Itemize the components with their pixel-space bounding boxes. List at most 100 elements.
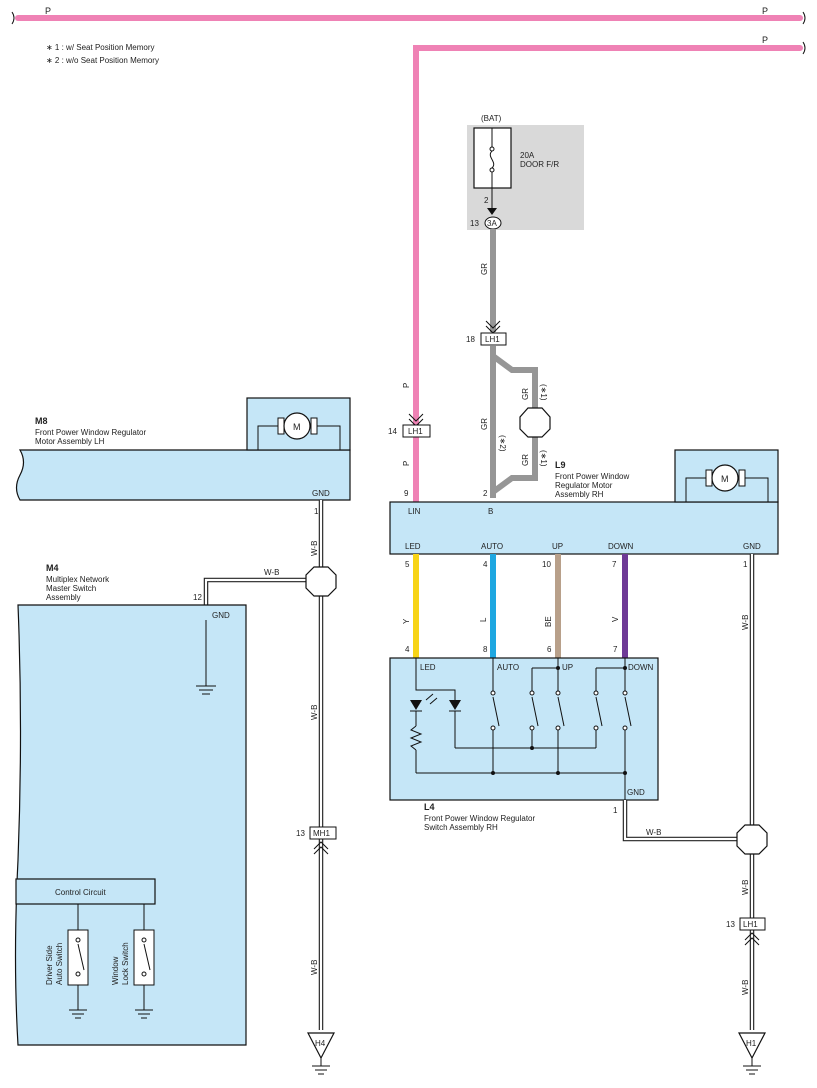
switch-contact [555, 725, 561, 731]
switch-label: Driver Side [45, 945, 54, 985]
switch-icon [624, 696, 632, 727]
signal-wires: Y L BE V [402, 554, 628, 658]
pin-name: AUTO [481, 542, 503, 551]
wire-label-be: BE [544, 616, 553, 627]
pin-name: DOWN [628, 663, 654, 672]
diode-icon [449, 700, 461, 710]
pin-name: LED [405, 542, 421, 551]
wire-gr-star1-upper [491, 353, 538, 408]
motor-brush [310, 417, 318, 435]
connector-pin: 13 [296, 829, 305, 838]
connector-lh1 [739, 917, 766, 931]
switch-contact [622, 690, 628, 696]
wire-label-p: P [402, 383, 411, 388]
wire-label-gr: GR [480, 418, 489, 430]
pin-name: GND [627, 788, 645, 797]
fuse-pin: 2 [484, 196, 489, 205]
pin-number: 6 [547, 645, 552, 654]
p-wire-labels: P P LH1 14 [388, 383, 431, 466]
wire-label-p: P [762, 35, 768, 45]
switch-contact [529, 690, 535, 696]
resistor-icon [409, 725, 423, 751]
pin-number: 1 [613, 806, 618, 815]
wire-label-wb: W-B [310, 960, 319, 975]
ground-icon [135, 1009, 153, 1019]
switch-icon [595, 696, 603, 727]
l9-motor-rh: M L9 Front Power Window Regulator Motor … [389, 449, 779, 569]
pin-name: UP [552, 542, 563, 551]
ground-label: H1 [746, 1039, 757, 1048]
wire-gr-star1-lower [491, 437, 538, 495]
wire-label-gr: GR [521, 388, 530, 400]
component-code: L4 [424, 802, 435, 812]
wire-label-wb: W-B [310, 705, 319, 720]
pin-number: 7 [613, 645, 618, 654]
pin-number: 10 [542, 560, 551, 569]
component-name: Regulator Motor [555, 481, 613, 490]
switch-icon [77, 943, 85, 971]
connector-mh1 [309, 826, 337, 840]
wire-label-v: V [611, 616, 620, 622]
pin-number: 12 [193, 593, 202, 602]
switch-contact [490, 725, 496, 731]
l4-switch-rh: 4 8 6 7 LED AUTO UP DOWN GND 1 [389, 645, 659, 832]
ground-label: H4 [315, 1039, 326, 1048]
pin-number: 7 [612, 560, 617, 569]
switch-contact [529, 725, 535, 731]
pin-name: AUTO [497, 663, 519, 672]
wire-label-wb: W-B [264, 568, 279, 577]
wire-label-p: P [45, 6, 51, 16]
wire-label-gr: GR [480, 263, 489, 275]
pin-name: GND [743, 542, 761, 551]
switch-icon [531, 696, 539, 727]
pin-number: 4 [483, 560, 488, 569]
component-name: Assembly RH [555, 490, 604, 499]
pin-number: 2 [483, 489, 488, 498]
switch-contact [593, 690, 599, 696]
connector-lh1 [480, 332, 507, 346]
connector-label: LH1 [485, 335, 500, 344]
motor-brush [277, 417, 285, 435]
connector-label: LH1 [408, 427, 423, 436]
wire-note-star1: (∗1) [539, 384, 548, 401]
component-name: Master Switch [46, 584, 96, 593]
l9-body [389, 501, 779, 555]
pin-number: 8 [483, 645, 488, 654]
connector-pin: 14 [388, 427, 397, 436]
connector-label: LH1 [743, 920, 758, 929]
component-code: M4 [46, 563, 59, 573]
ground-wires: W-B W-B W-B W-B W-B W-B W-B W-B MH1 13 L… [203, 500, 768, 1075]
pin-number: 1 [743, 560, 748, 569]
connector-lh1 [402, 424, 431, 438]
component-name: Assembly [46, 593, 81, 602]
component-name: Motor Assembly LH [35, 437, 105, 446]
wire-label-wb: W-B [646, 828, 661, 837]
component-name: Front Power Window [555, 472, 629, 481]
arrow-icon [487, 208, 497, 215]
connector-pin: 18 [466, 335, 475, 344]
splice-octagon [736, 824, 768, 855]
pin-name: GND [312, 489, 330, 498]
component-code: L9 [555, 460, 566, 470]
wire-label-p: P [402, 461, 411, 466]
l9-motor-housing [674, 449, 779, 503]
fuse-block: (BAT) 20A DOOR F/R 2 3A 13 [467, 114, 584, 230]
fuse-source: (BAT) [481, 114, 502, 123]
wire-p-lin [413, 45, 803, 508]
switch-contact [622, 725, 628, 731]
motor-brush [738, 469, 746, 487]
pin-name: LED [420, 663, 436, 672]
m8-body [15, 449, 351, 501]
junction-pin: 13 [470, 219, 479, 228]
switch-icon [492, 696, 500, 727]
wire-break-left [11, 11, 15, 25]
ground-point-h1 [738, 1032, 766, 1060]
fuse-terminal [489, 167, 495, 173]
component-name: Switch Assembly RH [424, 823, 498, 832]
fuse-name: DOOR F/R [520, 160, 559, 169]
motor-icon [283, 412, 311, 440]
motor-icon [711, 464, 739, 492]
led-icon [410, 700, 422, 710]
note-star2: ∗ 2 : w/o Seat Position Memory [46, 56, 159, 65]
ground-icon [743, 1065, 761, 1075]
